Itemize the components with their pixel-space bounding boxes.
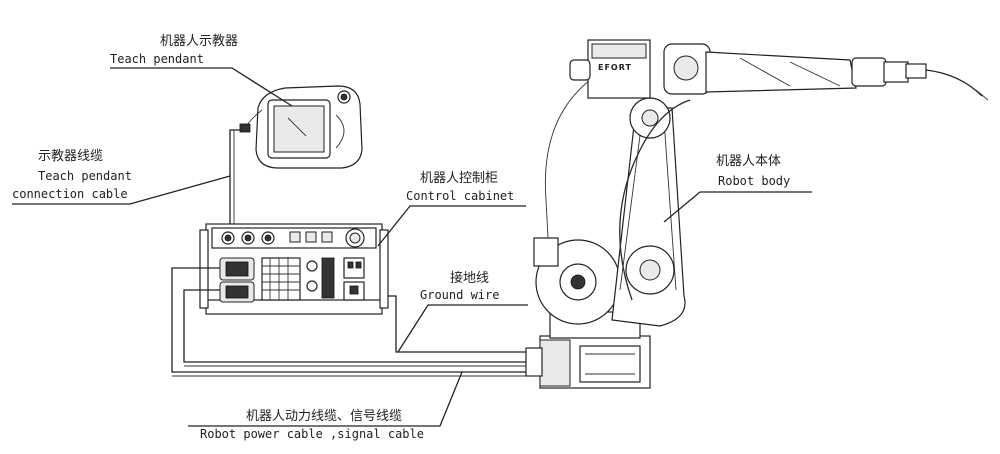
robot-body-label: 机器人本体 Robot body: [663, 154, 812, 223]
pendant-cable: [229, 129, 242, 228]
control-cabinet-label: 机器人控制柜 Control cabinet: [377, 171, 526, 247]
robot-body-en: Robot body: [718, 174, 790, 188]
power-signal-label: 机器人动力线缆、信号线缆 Robot power cable ,signal c…: [188, 371, 463, 441]
power-signal-cn: 机器人动力线缆、信号线缆: [246, 408, 402, 424]
teach-pendant-en: Teach pendant: [110, 52, 204, 66]
ground-wire-label: 接地线 Ground wire: [397, 270, 528, 353]
robot-body: EFORT: [525, 39, 989, 389]
control-cabinet: [199, 223, 389, 315]
pendant-cable-en2: connection cable: [12, 187, 128, 201]
teach-pendant-label: 机器人示教器 Teach pendant: [110, 33, 293, 107]
ground-wire-cn: 接地线: [450, 270, 489, 286]
pendant-cable-label: 示教器线缆 Teach pendant connection cable: [12, 148, 231, 205]
pendant-cable-en1: Teach pendant: [38, 169, 132, 183]
teach-pendant-cn: 机器人示教器: [160, 33, 238, 49]
control-cabinet-en: Control cabinet: [406, 189, 514, 203]
robot-brand: EFORT: [598, 63, 632, 72]
control-cabinet-cn: 机器人控制柜: [420, 171, 498, 186]
teach-pendant: [239, 85, 363, 169]
robot-body-cn: 机器人本体: [716, 154, 781, 169]
pendant-cable-cn: 示教器线缆: [38, 148, 103, 164]
ground-wire-en: Ground wire: [420, 288, 499, 302]
power-signal-cables: [171, 267, 528, 377]
ground-wire: [388, 295, 528, 353]
power-signal-en: Robot power cable ,signal cable: [200, 427, 424, 441]
